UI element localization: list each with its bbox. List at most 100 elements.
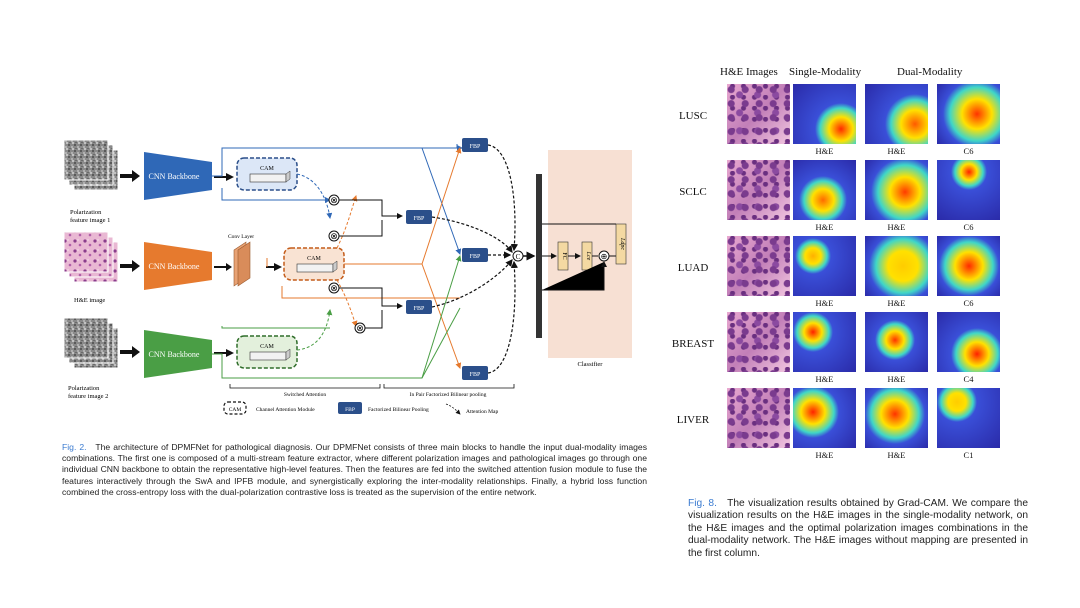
row-label-lusc: LUSC xyxy=(678,110,708,122)
tile-sublabel: H&E xyxy=(815,450,834,460)
tile-sublabel: C6 xyxy=(963,146,974,156)
gradcam-heatmap-tile xyxy=(937,160,1000,220)
svg-text:Lce: Lce xyxy=(585,251,591,261)
col-header-he: H&E Images xyxy=(720,66,778,78)
tile-sublabel: H&E xyxy=(815,222,834,232)
row-label-liver: LIVER xyxy=(676,414,710,426)
otimes-node: ⊗ xyxy=(356,323,364,333)
svg-text:Factorized Bilinear Pooling: Factorized Bilinear Pooling xyxy=(368,407,429,413)
cnn-backbone-green: CNN Backbone xyxy=(144,330,212,378)
cam-module-orange: CAM xyxy=(283,247,345,281)
cnn-backbone-orange: CNN Backbone xyxy=(144,242,212,290)
svg-text:FBP: FBP xyxy=(345,407,355,413)
svg-text:Attention Map: Attention Map xyxy=(466,409,498,415)
svg-text:Conv Layer: Conv Layer xyxy=(228,234,254,240)
cnn-backbone-blue: CNN Backbone xyxy=(144,152,212,200)
fbp-box: FBP xyxy=(462,248,488,262)
gradcam-heatmap-tile xyxy=(865,312,928,372)
svg-text:CAM: CAM xyxy=(307,256,321,262)
otimes-node: ⊗ xyxy=(330,231,338,241)
gradcam-heatmap-tile xyxy=(865,84,928,144)
gradcam-heatmap-tile xyxy=(865,388,928,448)
row-label-luad: LUAD xyxy=(677,262,709,274)
row-label-sclc: SCLC xyxy=(679,186,707,198)
gradcam-heatmap-tile xyxy=(793,160,856,220)
tile-sublabel: H&E xyxy=(815,374,834,384)
figure2-caption-label: Fig. 2. xyxy=(62,442,87,452)
svg-text:feature image 2: feature image 2 xyxy=(68,393,108,400)
gradcam-heatmap-tile xyxy=(937,236,1000,296)
gradcam-heatmap-tile xyxy=(937,388,1000,448)
gradcam-heatmap-tile xyxy=(937,84,1000,144)
otimes-node: ⊗ xyxy=(330,283,338,293)
svg-text:FBP: FBP xyxy=(470,144,481,150)
gradcam-heatmap-tile xyxy=(793,388,856,448)
gradcam-grid: H&E Images Single-Modality Dual-Modality… xyxy=(665,60,1000,470)
svg-text:FBP: FBP xyxy=(470,254,481,260)
he-image-tile xyxy=(727,84,790,144)
gradcam-heatmap-tile xyxy=(793,236,856,296)
he-image-tile xyxy=(727,160,790,220)
tile-sublabel: H&E xyxy=(887,222,906,232)
figure8-caption-label: Fig. 8. xyxy=(688,498,717,509)
tile-sublabel: H&E xyxy=(887,374,906,384)
fbp-box: FBP xyxy=(462,366,488,380)
fbp-box: FBP xyxy=(462,138,488,152)
svg-text:Ldpc: Ldpc xyxy=(619,237,625,250)
he-image-tile xyxy=(727,236,790,296)
svg-text:FBP: FBP xyxy=(470,372,481,378)
svg-text:C: C xyxy=(516,253,521,261)
figure2-caption-text: The architecture of DPMFNet for patholog… xyxy=(62,442,648,497)
he-image-tile xyxy=(727,312,790,372)
polarization-image-2-stack xyxy=(63,317,119,369)
svg-text:FC: FC xyxy=(561,252,567,259)
row-label-breast: BREAST xyxy=(671,338,715,350)
figure2-caption: Fig. 2. The architecture of DPMFNet for … xyxy=(62,442,647,498)
classifier-panel: Classifier FC Lce ⊕ Ldpc xyxy=(542,150,632,368)
svg-text:⊕: ⊕ xyxy=(601,252,608,261)
svg-text:feature image 1: feature image 1 xyxy=(70,217,110,224)
svg-text:CAM: CAM xyxy=(260,344,274,350)
switched-attention-label: Switched Attention xyxy=(284,392,327,398)
gradcam-heatmap-tile xyxy=(793,84,856,144)
figure8-caption-text: The visualization results obtained by Gr… xyxy=(688,498,1029,559)
svg-text:Classifier: Classifier xyxy=(578,361,604,368)
feature-bar xyxy=(536,174,542,338)
figure8-caption: Fig. 8. The visualization results obtain… xyxy=(688,498,1028,560)
svg-text:CAM: CAM xyxy=(229,407,242,413)
he-image-stack xyxy=(63,231,119,283)
tile-sublabel: C6 xyxy=(963,298,974,308)
input-arrow-2 xyxy=(120,260,140,272)
fbp-box: FBP xyxy=(406,210,432,224)
tile-sublabel: C4 xyxy=(963,374,974,384)
gradcam-heatmap-tile xyxy=(937,312,1000,372)
svg-text:CAM: CAM xyxy=(260,166,274,172)
input-label-he: H&E image xyxy=(74,297,105,304)
polarization-image-1-stack xyxy=(63,139,119,191)
gradcam-heatmap-tile xyxy=(865,236,928,296)
fbp-box: FBP xyxy=(406,300,432,314)
otimes-node: ⊗ xyxy=(330,195,338,205)
svg-text:CNN Backbone: CNN Backbone xyxy=(149,262,200,271)
cam-module-green: CAM xyxy=(236,335,298,369)
tile-sublabel: H&E xyxy=(887,450,906,460)
tile-sublabel: H&E xyxy=(887,146,906,156)
tile-sublabel: C6 xyxy=(963,222,974,232)
tile-sublabel: H&E xyxy=(815,146,834,156)
tile-sublabel: C1 xyxy=(963,450,974,460)
col-header-dual: Dual-Modality xyxy=(897,66,963,78)
svg-text:CNN Backbone: CNN Backbone xyxy=(149,172,200,181)
input-arrow-1 xyxy=(120,170,140,182)
tile-sublabel: H&E xyxy=(887,298,906,308)
svg-text:CNN Backbone: CNN Backbone xyxy=(149,350,200,359)
tile-sublabel: H&E xyxy=(815,298,834,308)
input-label-pol1: Polarization xyxy=(70,209,102,216)
gradcam-heatmap-tile xyxy=(793,312,856,372)
architecture-diagram: Polarization feature image 1 H&E image P… xyxy=(63,138,632,415)
input-label-pol2: Polarization xyxy=(68,385,100,392)
svg-text:FBP: FBP xyxy=(414,306,425,312)
col-header-single: Single-Modality xyxy=(789,66,862,78)
input-arrow-3 xyxy=(120,346,140,358)
svg-text:FBP: FBP xyxy=(414,216,425,222)
concat-node: C xyxy=(512,250,524,262)
